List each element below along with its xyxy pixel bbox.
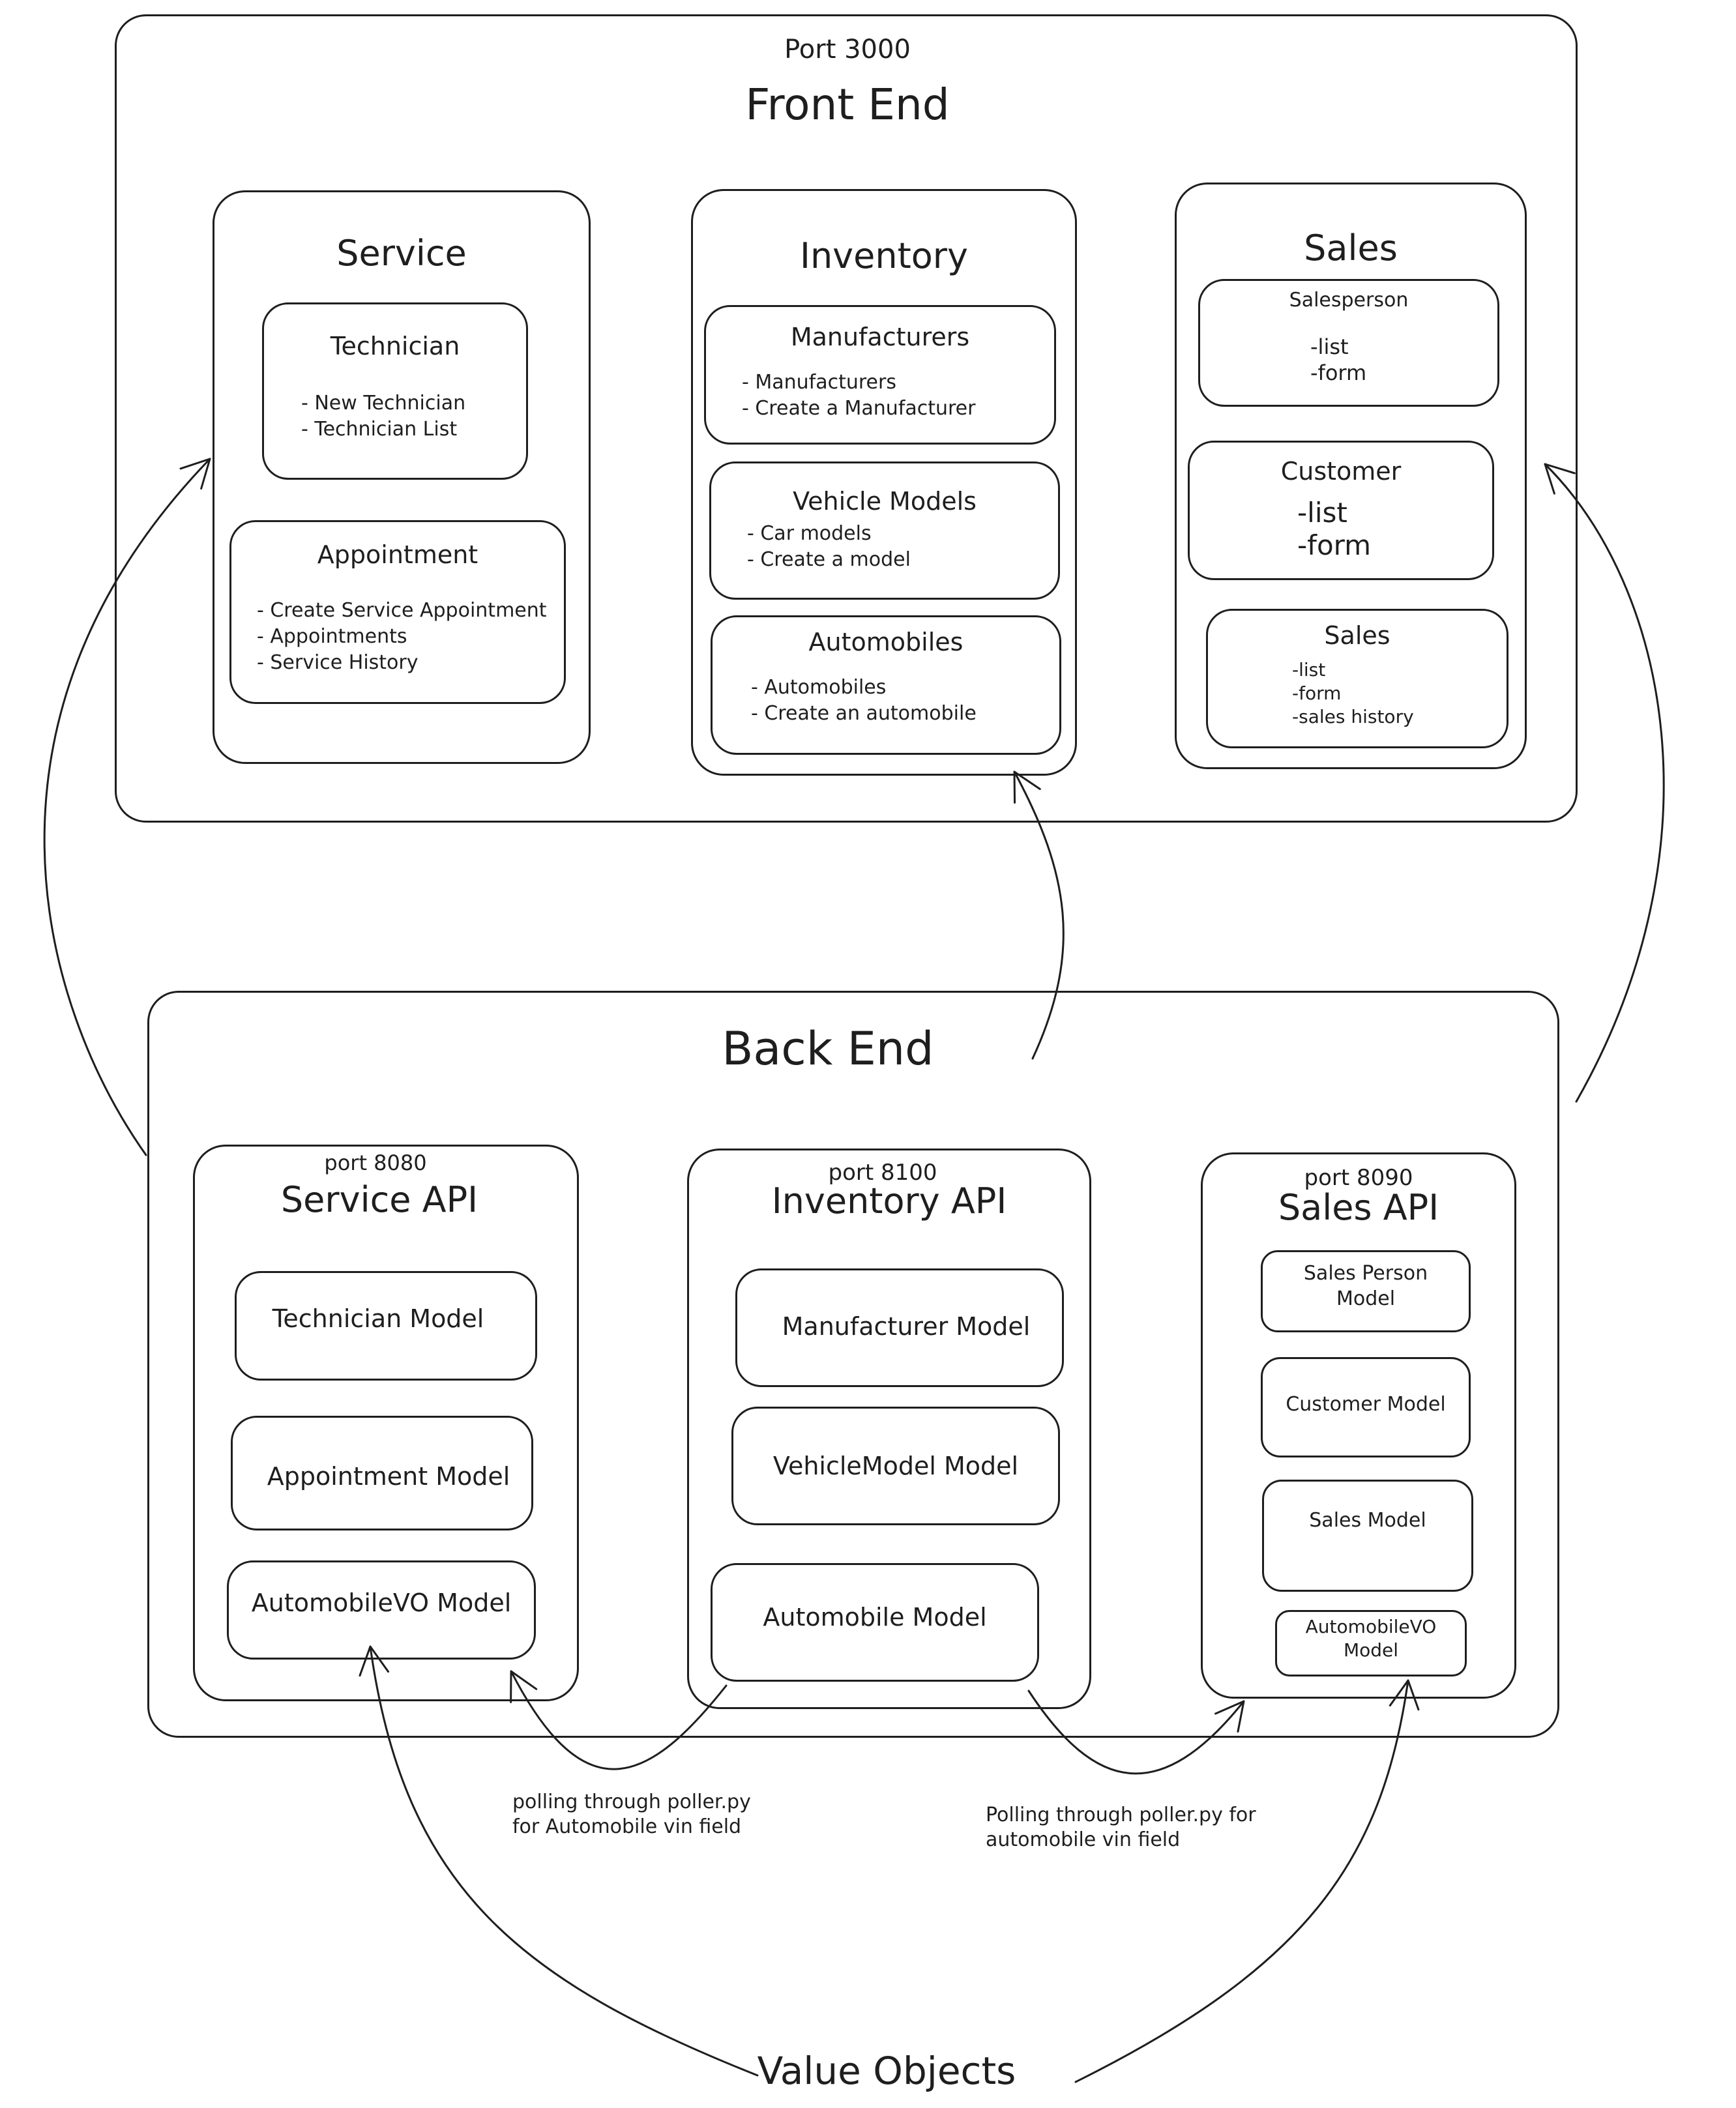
service-api-title: Service API <box>280 1179 478 1220</box>
salesperson-title: Salesperson <box>1289 289 1409 312</box>
customer-title: Customer <box>1280 457 1402 486</box>
arrow-inventory-api-to-inventory <box>1013 770 1065 1060</box>
appointment-model-card <box>231 1416 533 1530</box>
inventory-api-column <box>687 1149 1091 1709</box>
service-title: Service <box>336 233 467 274</box>
manufacturer-model-label: Manufacturer Model <box>782 1312 1031 1341</box>
vehiclemodel-model-card <box>731 1407 1060 1525</box>
appointment-model-label: Appointment Model <box>267 1462 510 1491</box>
appointment-card <box>229 520 566 704</box>
sales-item-history: -sales history <box>1292 706 1414 727</box>
manufacturers-item-list: - Manufacturers <box>742 371 896 394</box>
sales-model-card <box>1262 1480 1473 1592</box>
poll-sales-note: Polling through poller.py for automobile… <box>986 1804 1256 1851</box>
poll-service-note: polling through poller.py for Automobile… <box>512 1791 751 1838</box>
back-end-container <box>147 991 1559 1738</box>
automobiles-item-list: - Automobiles <box>751 676 887 699</box>
sales-model-label: Sales Model <box>1309 1509 1426 1532</box>
appointment-item-history: - Service History <box>257 651 419 674</box>
sales-card <box>1206 609 1508 748</box>
vehicle-models-item-create: - Create a model <box>747 548 911 571</box>
technician-model-card <box>235 1271 537 1381</box>
automobile-model-card <box>711 1563 1039 1682</box>
front-end-port: Port 3000 <box>784 35 911 65</box>
value-objects-label: Value Objects <box>757 2049 1016 2093</box>
front-end-title: Front End <box>745 80 950 130</box>
arrow-value-objects-to-service-vo <box>359 1645 759 2077</box>
service-automobilevo-model-label: AutomobileVO Model <box>251 1588 512 1617</box>
automobiles-card <box>711 615 1061 755</box>
sales-item-list: -list <box>1292 659 1326 681</box>
vehiclemodel-model-label: VehicleModel Model <box>772 1452 1019 1480</box>
arrow-value-objects-to-sales-vo <box>1074 1679 1420 2083</box>
customer-item-form: -form <box>1297 529 1372 561</box>
salesperson-card <box>1198 279 1499 407</box>
vehicle-models-item-list: - Car models <box>747 522 872 545</box>
vehicle-models-card <box>709 461 1060 600</box>
arrow-sales-api-to-sales <box>1544 463 1665 1103</box>
customer-model-label: Customer Model <box>1286 1393 1446 1416</box>
customer-model-card <box>1261 1357 1471 1457</box>
sales-automobilevo-model-label: AutomobileVO Model <box>1305 1616 1437 1662</box>
automobiles-item-create: - Create an automobile <box>751 702 977 725</box>
service-api-port: port 8080 <box>324 1150 427 1175</box>
vehicle-models-title: Vehicle Models <box>793 487 977 516</box>
sales-card-title: Sales <box>1324 621 1390 650</box>
sales-person-model-card <box>1261 1250 1471 1332</box>
manufacturers-item-create: - Create a Manufacturer <box>742 397 976 420</box>
appointment-title: Appointment <box>317 540 478 569</box>
salesperson-item-list: -list <box>1310 334 1349 359</box>
salesperson-item-form: -form <box>1310 360 1367 385</box>
arrow-automobile-to-sales-api <box>1027 1690 1245 1775</box>
manufacturers-card <box>704 305 1056 445</box>
sales-automobilevo-model-card <box>1275 1610 1467 1676</box>
sales-person-model-label: Sales Person Model <box>1303 1262 1428 1310</box>
technician-card <box>262 302 528 480</box>
service-column <box>213 190 591 764</box>
appointment-item-list: - Appointments <box>257 625 407 648</box>
manufacturer-model-card <box>735 1268 1064 1387</box>
technician-model-label: Technician Model <box>272 1304 484 1333</box>
automobile-model-label: Automobile Model <box>763 1603 987 1632</box>
sales-api-port: port 8090 <box>1304 1165 1413 1191</box>
technician-item-new: - New Technician <box>301 392 466 415</box>
front-end-container <box>115 14 1578 823</box>
automobiles-title: Automobiles <box>808 628 964 656</box>
sales-item-form: -form <box>1292 682 1342 704</box>
sales-api-title: Sales API <box>1278 1187 1439 1228</box>
sales-api-column <box>1201 1152 1516 1699</box>
sales-column <box>1175 183 1527 769</box>
inventory-api-port: port 8100 <box>828 1160 937 1186</box>
back-end-title: Back End <box>722 1022 934 1076</box>
inventory-column <box>691 189 1077 776</box>
inventory-api-title: Inventory API <box>771 1180 1007 1222</box>
sales-title: Sales <box>1304 227 1398 269</box>
manufacturers-title: Manufacturers <box>790 323 970 351</box>
arrow-automobile-to-service-vo <box>510 1670 728 1770</box>
inventory-title: Inventory <box>800 235 968 276</box>
technician-item-list: - Technician List <box>301 418 458 441</box>
appointment-item-create: - Create Service Appointment <box>257 599 547 622</box>
customer-card <box>1188 441 1494 580</box>
arrow-service-api-to-service <box>43 458 211 1156</box>
service-api-column <box>193 1145 579 1701</box>
customer-item-list: -list <box>1297 497 1347 529</box>
technician-title: Technician <box>330 332 460 360</box>
